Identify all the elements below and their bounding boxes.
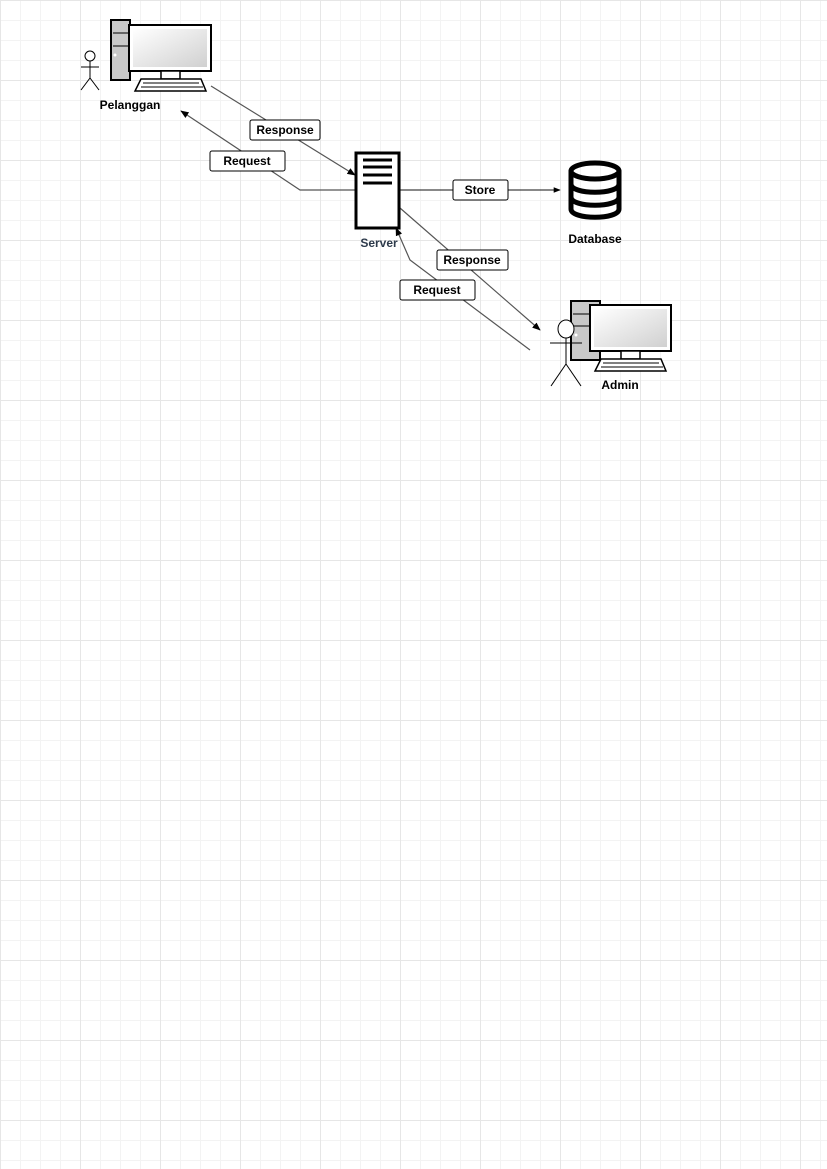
edge-label-text: Response: [443, 253, 501, 267]
desktop-computer-icon: [110, 19, 212, 92]
database-node[interactable]: Database: [568, 160, 622, 246]
database-cylinder-icon: [568, 160, 622, 220]
edge-label-admin-request[interactable]: Request: [399, 279, 476, 301]
edge-label-pelanggan-response[interactable]: Response: [249, 119, 321, 141]
edge-pelanggan-request-line: [180, 110, 355, 191]
edge-label-store[interactable]: Store: [452, 179, 509, 201]
edge-admin-request-line: [395, 227, 531, 351]
edge-label-text: Store: [465, 183, 496, 197]
server-node[interactable]: Server: [354, 151, 401, 250]
stick-figure-icon: [80, 50, 100, 91]
database-label: Database: [568, 232, 622, 246]
edge-label-text: Response: [256, 123, 314, 137]
pelanggan-label: Pelanggan: [100, 98, 161, 112]
stick-figure-icon: [550, 319, 582, 387]
admin-node[interactable]: Admin: [550, 300, 672, 392]
edge-label-pelanggan-request[interactable]: Request: [209, 150, 286, 172]
admin-label: Admin: [601, 378, 638, 392]
desktop-computer-icon: [570, 300, 672, 372]
edge-label-text: Request: [223, 154, 270, 168]
server-rack-icon: [354, 151, 401, 230]
edge-label-text: Request: [413, 283, 460, 297]
pelanggan-node[interactable]: Pelanggan: [80, 19, 212, 112]
server-label: Server: [360, 236, 398, 250]
edge-label-admin-response[interactable]: Response: [436, 249, 509, 271]
